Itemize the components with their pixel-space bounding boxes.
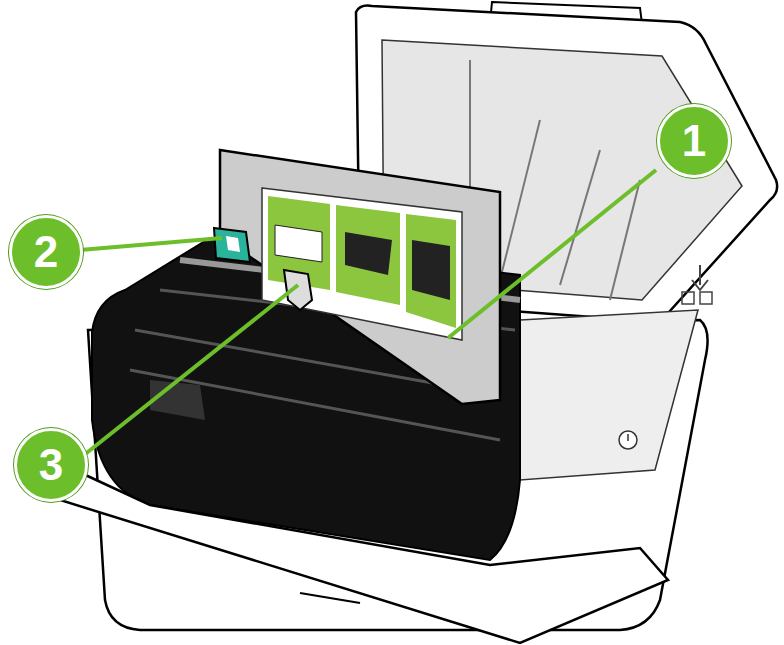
callout-number: 1 xyxy=(657,104,731,178)
callout-number: 2 xyxy=(9,215,83,289)
callout-number: 3 xyxy=(14,428,88,502)
